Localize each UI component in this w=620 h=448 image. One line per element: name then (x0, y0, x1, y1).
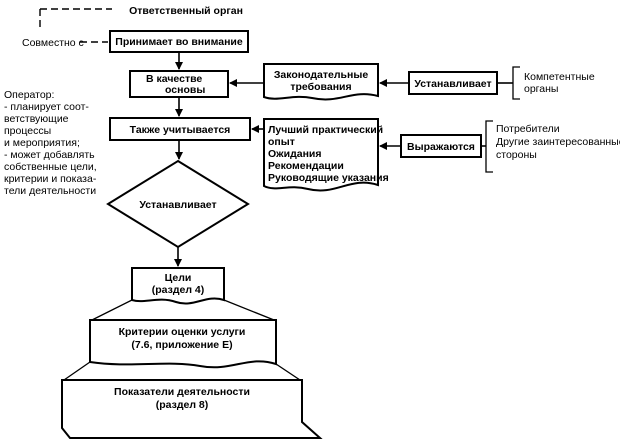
operator-line: ветствующие (4, 113, 69, 125)
establishes-label: Устанавливает (139, 199, 216, 211)
as-basis-label: основы (165, 84, 205, 96)
also-considered-label: Также учитывается (130, 124, 231, 136)
operator-line: - может добавлять (4, 149, 95, 161)
stakeholders-label: Другие заинтересованные (496, 136, 620, 148)
operator-line: процессы (4, 125, 51, 137)
responsible-body-title: Ответственный орган (129, 5, 243, 17)
operator-line: Оператор: (4, 89, 54, 101)
legal-doc-label: требования (290, 81, 351, 93)
practice-doc-line: Ожидания (268, 148, 322, 160)
stack-edge-right-2 (275, 363, 301, 381)
operator-line: собственные цели, (4, 161, 97, 173)
operator-note: Оператор: - планирует соот- ветствующие … (4, 89, 97, 197)
as-basis-label: В качестве (146, 73, 202, 85)
stakeholders-label: Потребители (496, 123, 560, 135)
indicators-label: (раздел 8) (156, 399, 209, 411)
accepts-label: Принимает во внимание (115, 36, 243, 48)
stakeholders-bracket (485, 120, 493, 173)
practice-doc-line: Руководящие указания (268, 172, 389, 184)
competent-bodies-label: Компетентные (524, 71, 595, 83)
legal-doc-label: Законодательные (274, 69, 368, 81)
best-practice-doc (263, 118, 379, 192)
practice-doc-line: Рекомендации (268, 160, 344, 172)
stack-edge-right-1 (223, 299, 275, 321)
competent-bodies-bracket (512, 66, 520, 100)
operator-line: тели деятельности (4, 185, 96, 197)
also-considered-box (109, 117, 251, 141)
objectives-label: (раздел 4) (152, 284, 205, 296)
criteria-label: (7.6, приложение E) (131, 339, 232, 351)
indicators-layer (61, 379, 323, 439)
criteria-layer (89, 319, 277, 369)
stack-edge-left-2 (63, 361, 91, 381)
competent-bodies-label: органы (524, 83, 558, 95)
jointly-with-label: Совместно с (22, 37, 84, 49)
practice-doc-line: опыт (268, 136, 295, 148)
objectives-label: Цели (165, 272, 192, 284)
stack-edge-left-1 (91, 299, 133, 321)
operator-line: - планирует соот- (4, 101, 89, 113)
stakeholders-label: стороны (496, 149, 537, 161)
practice-doc-line: Лучший практический (268, 124, 383, 136)
legal-action-label: Устанавливает (414, 78, 491, 90)
practice-action-label: Выражаются (407, 141, 475, 153)
operator-line: критерии и показа- (4, 173, 97, 185)
legal-requirements-doc (263, 63, 379, 101)
criteria-label: Критерии оценки услуги (119, 326, 246, 338)
indicators-label: Показатели деятельности (114, 386, 250, 398)
objectives-layer (131, 267, 225, 305)
operator-line: и мероприятия; (4, 137, 80, 149)
